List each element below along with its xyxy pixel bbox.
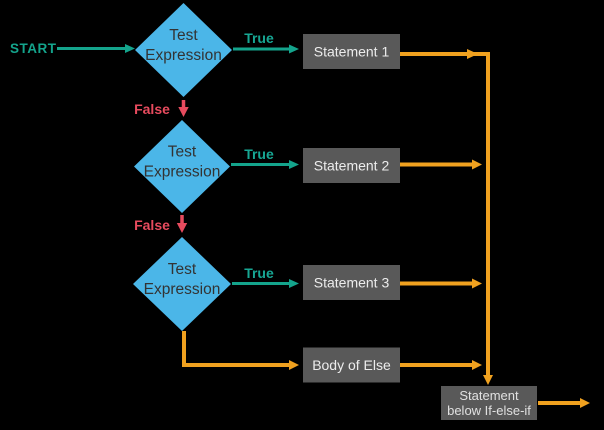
statement-2-box bbox=[303, 148, 400, 183]
end-box-label-line1: Statement bbox=[459, 388, 519, 403]
body-of-else-box bbox=[303, 347, 400, 383]
false-label-1: False bbox=[134, 101, 170, 117]
end-box-label-line2: below If-else-if bbox=[447, 403, 531, 418]
merge-path bbox=[400, 52, 493, 385]
statement-1-label: Statement 1 bbox=[314, 44, 390, 60]
decision-3-label-line1: Test bbox=[168, 261, 197, 278]
decision-2-label-line1: Test bbox=[168, 144, 197, 161]
true-label-2: True bbox=[244, 146, 274, 162]
decision-2-label-line2: Expression bbox=[144, 164, 221, 181]
decision-1-label-line1: Test bbox=[169, 27, 198, 44]
decision-2-diamond bbox=[134, 120, 230, 213]
false-label-2: False bbox=[134, 217, 170, 233]
statement-3-label: Statement 3 bbox=[314, 275, 390, 291]
true-label-1: True bbox=[244, 30, 274, 46]
body-of-else-label: Body of Else bbox=[312, 357, 391, 373]
decision-1-label-line2: Expression bbox=[145, 47, 222, 64]
decision-3-label-line2: Expression bbox=[144, 281, 221, 298]
statement-1-box bbox=[303, 34, 400, 69]
statement-2-label: Statement 2 bbox=[314, 158, 390, 174]
decision-1-diamond bbox=[135, 3, 232, 97]
statement-3-box bbox=[303, 265, 400, 300]
true-label-3: True bbox=[244, 265, 274, 281]
else-path bbox=[182, 331, 299, 370]
decision-3-diamond bbox=[133, 237, 231, 331]
start-label: START bbox=[10, 41, 57, 56]
end-box bbox=[441, 386, 537, 420]
merge-path-arrowhead bbox=[467, 49, 478, 59]
